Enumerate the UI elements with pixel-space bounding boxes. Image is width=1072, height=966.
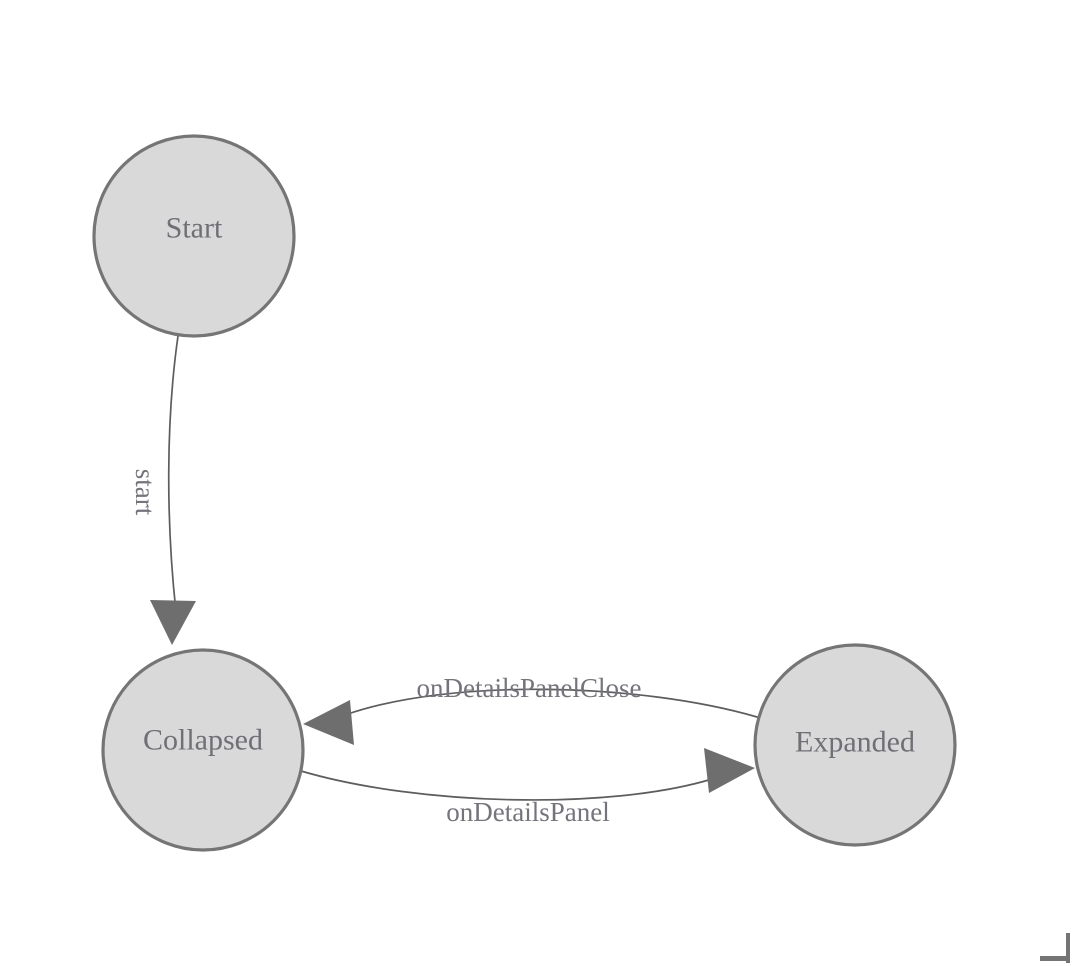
edge-label-on-details-panel-close: onDetailsPanelClose	[417, 673, 642, 703]
node-collapsed-label: Collapsed	[143, 724, 263, 757]
arrowhead-collapsed-to-expanded	[704, 748, 755, 793]
edge-label-start: start	[130, 469, 160, 516]
resize-corner-mark[interactable]	[1040, 933, 1070, 963]
edge-path-expanded-to-collapsed	[344, 688, 758, 718]
resize-corner-horizontal-bar	[1040, 956, 1070, 961]
edge-path-start-to-collapsed	[167, 335, 179, 613]
edge-collapsed-to-expanded[interactable]: onDetailsPanel	[300, 748, 755, 827]
arrowhead-expanded-to-collapsed	[303, 700, 354, 745]
node-start-circle	[92, 134, 296, 338]
node-expanded-circle	[753, 643, 957, 847]
node-collapsed[interactable]: Collapsed	[101, 648, 305, 852]
node-start-label: Start	[166, 212, 223, 245]
node-expanded[interactable]: Expanded	[753, 643, 957, 847]
edge-start-to-collapsed[interactable]: start	[130, 335, 196, 645]
edge-label-on-details-panel: onDetailsPanel	[446, 797, 609, 827]
node-expanded-label: Expanded	[795, 726, 915, 759]
edge-expanded-to-collapsed[interactable]: onDetailsPanelClose	[303, 673, 758, 745]
arrowhead-start-to-collapsed	[150, 600, 196, 645]
edge-path-collapsed-to-expanded	[300, 770, 713, 801]
node-collapsed-circle	[101, 648, 305, 852]
node-start[interactable]: Start	[92, 134, 296, 338]
resize-corner-vertical-bar	[1066, 933, 1070, 963]
